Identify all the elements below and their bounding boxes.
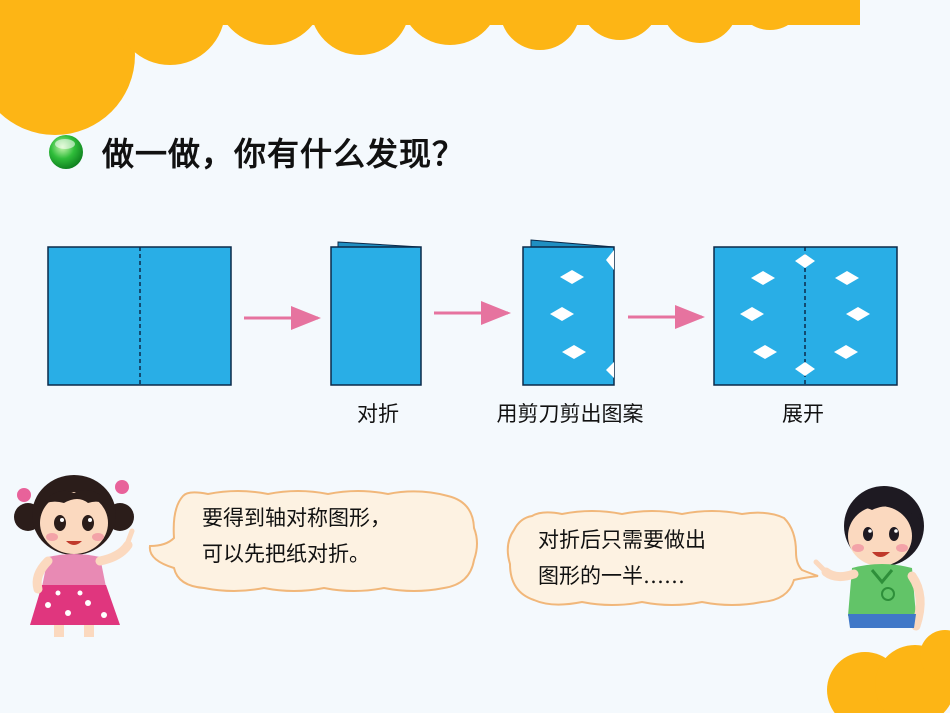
folded-paper bbox=[330, 241, 422, 386]
girl-speech-line-1: 要得到轴对称图形， bbox=[202, 506, 391, 530]
unfolded-paper bbox=[713, 246, 898, 386]
boy-speech-line-2: 图形的一半…… bbox=[538, 564, 685, 588]
caption-fold: 对折 bbox=[357, 402, 399, 426]
boy-speech-line-1: 对折后只需要做出 bbox=[538, 528, 706, 552]
page-heading: 做一做，你有什么发现？ bbox=[48, 126, 465, 178]
boy-speech-bubble bbox=[506, 510, 819, 606]
full-paper bbox=[47, 246, 232, 386]
caption-unfold: 展开 bbox=[782, 402, 824, 426]
girl-speech-bubble bbox=[148, 490, 478, 592]
heading-text: 做一做，你有什么发现？ bbox=[102, 135, 466, 173]
girl-illustration bbox=[14, 475, 135, 637]
girl-speech-line-2: 可以先把纸对折。 bbox=[202, 542, 370, 566]
folding-steps-diagram bbox=[47, 239, 898, 386]
boy-illustration bbox=[813, 486, 925, 631]
orange-cloud-decoration bbox=[0, 0, 860, 135]
orange-cloud-decoration-bottom bbox=[827, 630, 950, 713]
caption-cut: 用剪刀剪出图案 bbox=[496, 402, 644, 426]
green-ball-icon bbox=[49, 135, 83, 169]
cut-paper bbox=[522, 239, 615, 386]
